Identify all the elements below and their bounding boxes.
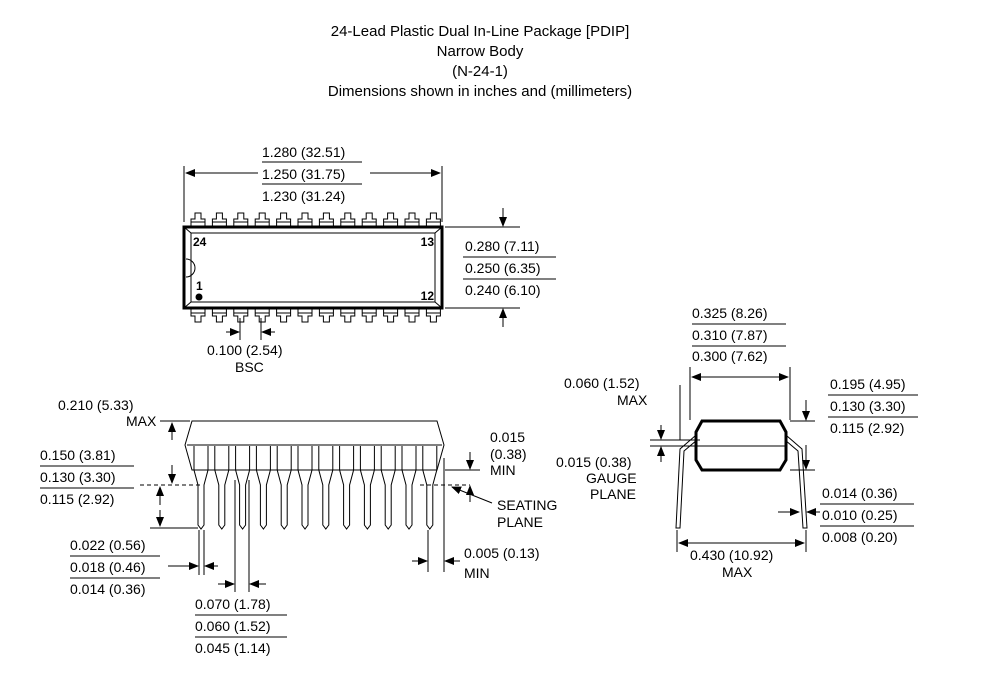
bottom-pin — [190, 308, 206, 323]
bottom-pin — [254, 308, 270, 323]
side-lead — [422, 446, 438, 530]
lead-right — [784, 435, 808, 529]
lead-width-max: 0.022 (0.56) — [70, 537, 146, 553]
title-line-1: 24-Lead Plastic Dual In-Line Package [PD… — [331, 23, 630, 40]
title-block: 24-Lead Plastic Dual In-Line Package [PD… — [328, 23, 632, 100]
title-line-2: Narrow Body — [437, 43, 524, 60]
pin1-dot — [195, 293, 203, 301]
gauge-plane-label-1: GAUGE — [586, 470, 637, 486]
standoff-mm: (0.38) — [490, 446, 527, 462]
bottom-pin — [211, 308, 227, 323]
pin-label-12: 12 — [421, 289, 435, 303]
length-min: 1.230 (31.24) — [262, 188, 345, 204]
end-clearance-min: MIN — [464, 565, 490, 581]
length-max: 1.280 (32.51) — [262, 144, 345, 160]
bottom-pin — [361, 308, 377, 323]
top-view: 24 13 1 12 1.280 (32.51) 1.250 (31.75) 1… — [182, 144, 556, 375]
side-lead — [339, 446, 355, 530]
bottom-pin — [404, 308, 420, 323]
width-nom: 0.250 (6.35) — [465, 260, 541, 276]
lead-thickness-max: 0.014 (0.36) — [822, 485, 898, 501]
height-max-label: MAX — [126, 413, 157, 429]
row-spacing-max: 0.325 (8.26) — [692, 305, 768, 321]
title-line-3: (N-24-1) — [452, 63, 508, 80]
pin-label-24: 24 — [193, 235, 207, 249]
lead-length-nom: 0.130 (3.30) — [40, 469, 116, 485]
height-gauge-max: 0.195 (4.95) — [830, 376, 906, 392]
side-lead — [359, 446, 375, 530]
shoulder-width-nom: 0.060 (1.52) — [195, 618, 271, 634]
top-pin — [340, 212, 356, 227]
top-view-pins — [190, 212, 441, 323]
seating-plane-label-1: SEATING — [497, 497, 557, 513]
side-lead — [297, 446, 313, 530]
package-body-bevel — [190, 232, 436, 303]
row-spacing-nom: 0.310 (7.87) — [692, 327, 768, 343]
end-view: 0.325 (8.26) 0.310 (7.87) 0.300 (7.62) 0… — [556, 305, 918, 580]
package-body-top — [182, 225, 444, 310]
overall-width-max: MAX — [722, 564, 753, 580]
pin-label-1: 1 — [196, 279, 203, 293]
top-pin — [276, 212, 292, 227]
top-pin — [211, 212, 227, 227]
lead-thickness-min: 0.008 (0.20) — [822, 529, 898, 545]
bottom-pin — [425, 308, 441, 323]
length-nom: 1.250 (31.75) — [262, 166, 345, 182]
gauge-plane-value: 0.015 (0.38) — [556, 454, 632, 470]
pitch-bsc: BSC — [235, 359, 264, 375]
side-lead — [255, 446, 271, 530]
top-pin — [190, 212, 206, 227]
bottom-pin — [297, 308, 313, 323]
height-gauge-min: 0.115 (2.92) — [830, 420, 904, 436]
shoulder-width-max: 0.070 (1.78) — [195, 596, 271, 612]
title-line-4: Dimensions shown in inches and (millimet… — [328, 83, 632, 100]
lead-width-min: 0.014 (0.36) — [70, 581, 146, 597]
side-lead — [214, 446, 230, 530]
side-lead — [401, 446, 417, 530]
bottom-pin — [318, 308, 334, 323]
package-body-side — [184, 420, 445, 471]
height-max-value: 0.210 (5.33) — [58, 397, 134, 413]
top-pin — [404, 212, 420, 227]
pitch-value: 0.100 (2.54) — [207, 342, 283, 358]
top-pin — [361, 212, 377, 227]
width-min: 0.240 (6.10) — [465, 282, 541, 298]
standoff-min: MIN — [490, 462, 516, 478]
seating-plane-label-2: PLANE — [497, 514, 543, 530]
gauge-plane-label-2: PLANE — [590, 486, 636, 502]
bottom-pin — [233, 308, 249, 323]
side-lead — [276, 446, 292, 530]
lead-width-nom: 0.018 (0.46) — [70, 559, 146, 575]
lead-length-max: 0.150 (3.81) — [40, 447, 116, 463]
side-lead — [380, 446, 396, 530]
side-lead — [193, 446, 209, 530]
height-gauge-nom: 0.130 (3.30) — [830, 398, 906, 414]
standoff-value: 0.015 — [490, 429, 525, 445]
top-pin — [318, 212, 334, 227]
lead-length-min: 0.115 (2.92) — [40, 491, 114, 507]
body-offset-value: 0.060 (1.52) — [564, 375, 640, 391]
top-pin — [383, 212, 399, 227]
pin1-notch — [185, 258, 196, 278]
top-pin — [297, 212, 313, 227]
side-lead — [235, 446, 251, 530]
pin-label-13: 13 — [421, 235, 435, 249]
shoulder-width-min: 0.045 (1.14) — [195, 640, 271, 656]
overall-width-value: 0.430 (10.92) — [690, 547, 773, 563]
bottom-pin — [276, 308, 292, 323]
bottom-pin — [383, 308, 399, 323]
side-lead — [318, 446, 334, 530]
end-clearance-value: 0.005 (0.13) — [464, 545, 540, 561]
bottom-pin — [340, 308, 356, 323]
top-pin — [233, 212, 249, 227]
body-offset-max: MAX — [617, 392, 648, 408]
lead-thickness-nom: 0.010 (0.25) — [822, 507, 898, 523]
width-max: 0.280 (7.11) — [465, 238, 539, 254]
row-spacing-min: 0.300 (7.62) — [692, 348, 768, 364]
side-view: 0.210 (5.33) MAX 0.150 (3.81) 0.130 (3.3… — [40, 397, 557, 656]
lead-left — [675, 435, 698, 529]
top-pin — [425, 212, 441, 227]
side-view-leads — [193, 446, 438, 530]
top-pin — [254, 212, 270, 227]
